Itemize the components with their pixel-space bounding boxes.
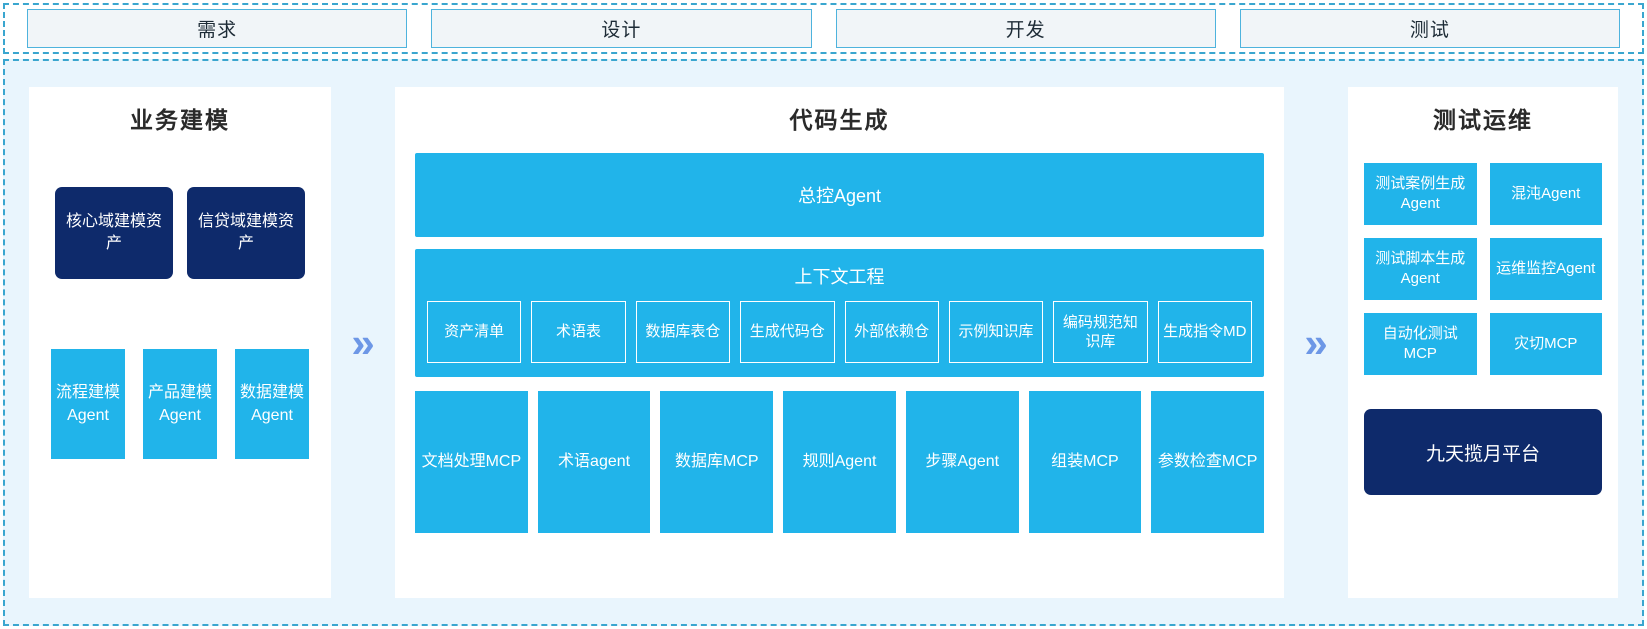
tool-rule-agent[interactable]: 规则Agent — [783, 391, 896, 533]
test-ops-label: 运维监控Agent — [1496, 259, 1596, 277]
context-item-generation-instruction-md[interactable]: 生成指令MD — [1157, 301, 1252, 363]
test-ops-body: 测试案例生成Agent 混沌Agent 测试脚本生成Agent 运维监控Agen… — [1348, 143, 1618, 511]
panel-title-business-modeling: 业务建模 — [130, 107, 230, 133]
stage-item-design[interactable]: 设计 — [431, 9, 812, 48]
context-item-db-table-repo[interactable]: 数据库表仓 — [635, 301, 731, 363]
tool-label: 术语agent — [558, 452, 631, 470]
tool-row: 文档处理MCP 术语agent 数据库MCP 规则Agent 步骤Agent — [415, 391, 1265, 533]
agent-label: 产品建模Agent — [147, 383, 212, 424]
tool-parameter-check-mcp[interactable]: 参数检查MCP — [1151, 391, 1265, 533]
platform-label: 九天揽月平台 — [1425, 443, 1540, 465]
chevron-glyph: » — [1304, 318, 1328, 366]
panel-business-modeling: 业务建模 核心域建模资产 信贷域建模资产 流程建模Agent 产品建模Agent — [29, 87, 331, 598]
panel-code-generation: 代码生成 总控Agent 上下文工程 资产清单 术语表 — [395, 87, 1284, 598]
stage-label: 开发 — [1005, 20, 1046, 41]
test-ops-label: 自动化测试MCP — [1382, 324, 1458, 362]
master-agent-bar[interactable]: 总控Agent — [415, 153, 1264, 237]
stage-item-development[interactable]: 开发 — [835, 9, 1216, 48]
context-item-coding-standard-knowledge-base[interactable]: 编码规范知识库 — [1053, 301, 1148, 363]
tool-label: 规则Agent — [802, 452, 877, 470]
stage-bar: 需求 设计 开发 测试 — [3, 3, 1644, 54]
agent-label: 流程建模Agent — [55, 383, 120, 424]
stage-item-requirements[interactable]: 需求 — [27, 9, 408, 48]
tool-database-mcp[interactable]: 数据库MCP — [660, 391, 774, 533]
automated-test-mcp[interactable]: 自动化测试MCP — [1364, 313, 1477, 375]
panel-title-code-generation: 代码生成 — [789, 107, 890, 133]
context-item-label: 资产清单 — [444, 323, 505, 341]
asset-credit-domain[interactable]: 信贷域建模资产 — [187, 187, 305, 279]
context-item-row: 资产清单 术语表 数据库表仓 生成代码仓 外部依赖仓 — [427, 301, 1252, 363]
chaos-agent[interactable]: 混沌Agent — [1489, 163, 1602, 225]
stage-item-testing[interactable]: 测试 — [1239, 9, 1620, 48]
code-generation-body: 总控Agent 上下文工程 资产清单 术语表 数据库表仓 — [395, 143, 1284, 551]
asset-core-domain[interactable]: 核心域建模资产 — [55, 187, 173, 279]
architecture-container: 业务建模 核心域建模资产 信贷域建模资产 流程建模Agent 产品建模Agent — [3, 59, 1644, 626]
tool-label: 文档处理MCP — [421, 452, 522, 470]
agent-data-modeling[interactable]: 数据建模Agent — [235, 349, 309, 459]
context-item-asset-list[interactable]: 资产清单 — [427, 301, 522, 363]
test-ops-label: 测试脚本生成Agent — [1375, 249, 1466, 287]
context-item-label: 示例知识库 — [958, 323, 1034, 341]
disaster-switch-mcp[interactable]: 灾切MCP — [1489, 313, 1602, 375]
tool-assembly-mcp[interactable]: 组装MCP — [1028, 391, 1142, 533]
platform-jiutian-lanyue[interactable]: 九天揽月平台 — [1364, 409, 1602, 495]
agent-product-modeling[interactable]: 产品建模Agent — [143, 349, 217, 459]
test-ops-label: 灾切MCP — [1514, 334, 1578, 352]
stage-label: 需求 — [197, 20, 238, 41]
context-item-label: 生成代码仓 — [749, 323, 825, 341]
test-script-generation-agent[interactable]: 测试脚本生成Agent — [1364, 238, 1477, 300]
stage-label: 测试 — [1409, 20, 1450, 41]
stage-label: 设计 — [601, 20, 642, 41]
modeling-agent-row: 流程建模Agent 产品建模Agent 数据建模Agent — [51, 349, 309, 459]
double-chevron-right-icon: » — [1284, 87, 1348, 598]
tool-label: 数据库MCP — [675, 452, 759, 470]
business-modeling-body: 核心域建模资产 信贷域建模资产 流程建模Agent 产品建模Agent 数据建模… — [29, 143, 331, 459]
agent-label: 数据建模Agent — [239, 383, 304, 424]
tool-step-agent[interactable]: 步骤Agent — [905, 391, 1019, 533]
context-item-external-dependency-repo[interactable]: 外部依赖仓 — [844, 301, 939, 363]
context-item-label: 术语表 — [556, 323, 602, 341]
context-item-example-knowledge-base[interactable]: 示例知识库 — [948, 301, 1044, 363]
tool-document-processing-mcp[interactable]: 文档处理MCP — [415, 391, 528, 533]
context-item-generated-code-repo[interactable]: 生成代码仓 — [740, 301, 835, 363]
tool-label: 参数检查MCP — [1157, 452, 1258, 470]
test-ops-label: 混沌Agent — [1511, 184, 1581, 202]
context-item-label: 外部依赖仓 — [854, 323, 930, 341]
context-item-label: 数据库表仓 — [645, 323, 721, 341]
asset-row: 核心域建模资产 信贷域建模资产 — [55, 187, 305, 279]
tool-glossary-agent[interactable]: 术语agent — [537, 391, 651, 533]
test-ops-grid: 测试案例生成Agent 混沌Agent 测试脚本生成Agent 运维监控Agen… — [1364, 163, 1602, 375]
agent-process-modeling[interactable]: 流程建模Agent — [51, 349, 125, 459]
context-engineering-title: 上下文工程 — [794, 267, 885, 287]
test-ops-label: 测试案例生成Agent — [1375, 174, 1466, 212]
ops-monitoring-agent[interactable]: 运维监控Agent — [1489, 238, 1602, 300]
context-item-glossary[interactable]: 术语表 — [531, 301, 626, 363]
asset-label: 信贷域建模资产 — [197, 213, 294, 252]
context-item-label: 编码规范知识库 — [1062, 313, 1138, 351]
chevron-glyph: » — [351, 318, 375, 366]
master-agent-label: 总控Agent — [797, 186, 882, 206]
tool-label: 步骤Agent — [925, 452, 1000, 470]
context-item-label: 生成指令MD — [1163, 323, 1247, 341]
tool-label: 组装MCP — [1051, 452, 1119, 470]
double-chevron-right-icon: » — [331, 87, 395, 598]
asset-label: 核心域建模资产 — [65, 213, 162, 252]
context-engineering-block: 上下文工程 资产清单 术语表 数据库表仓 生成代码仓 — [415, 249, 1264, 377]
panel-test-ops: 测试运维 测试案例生成Agent 混沌Agent 测试脚本生成Agent 运维监… — [1348, 87, 1618, 598]
test-case-generation-agent[interactable]: 测试案例生成Agent — [1364, 163, 1477, 225]
panel-title-test-ops: 测试运维 — [1433, 107, 1533, 133]
